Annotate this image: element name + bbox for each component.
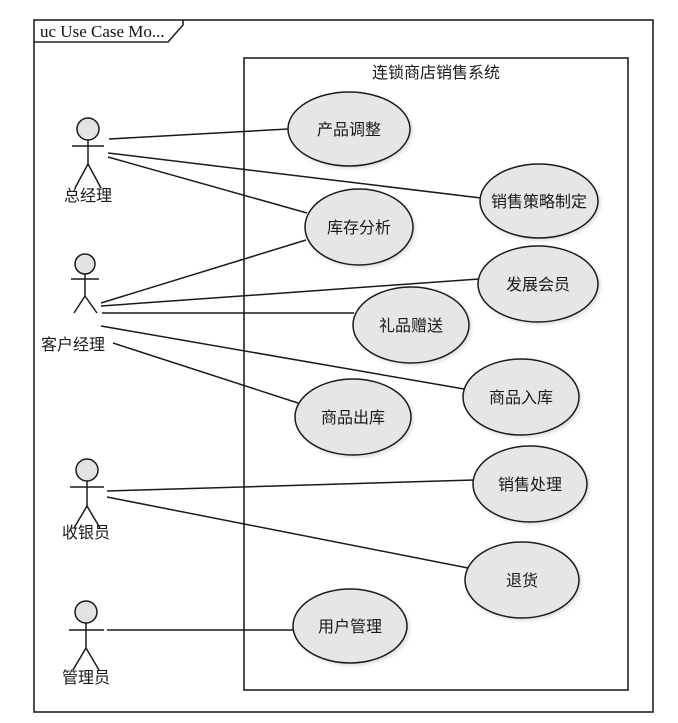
- diagram-frame: uc Use Case Mo...: [33, 19, 654, 713]
- use-case-ellipse[interactable]: [287, 91, 411, 167]
- use-case-label: 商品出库: [321, 408, 385, 427]
- association-customer-manager-inventory-analysis[interactable]: [100, 239, 307, 304]
- system-boundary-rect: [243, 57, 629, 691]
- use-case-ellipse[interactable]: [464, 541, 580, 619]
- use-case-label: 销售处理: [498, 475, 562, 494]
- association-general-manager-sales-strategy[interactable]: [107, 152, 482, 199]
- use-case-goods-out[interactable]: 商品出库: [294, 378, 412, 456]
- use-case-label: 产品调整: [317, 120, 381, 139]
- use-case-label: 销售策略制定: [491, 192, 587, 211]
- system-title: 连锁商店销售系统: [372, 63, 500, 82]
- association-general-manager-inventory-analysis[interactable]: [107, 156, 308, 214]
- use-case-ellipse[interactable]: [352, 286, 470, 364]
- use-case-ellipse[interactable]: [304, 188, 414, 266]
- stick-figure-icon: [69, 600, 104, 671]
- actor-label: 总经理: [64, 186, 112, 205]
- frame-tag-label: uc Use Case Mo...: [40, 22, 165, 41]
- use-case-label: 发展会员: [506, 275, 570, 294]
- use-case-inventory-analysis[interactable]: 库存分析: [304, 188, 414, 266]
- use-case-sales-strategy[interactable]: 销售策略制定: [479, 163, 599, 239]
- actor-label: 收银员: [62, 523, 110, 542]
- use-case-ellipse[interactable]: [472, 445, 588, 523]
- use-case-goods-in[interactable]: 商品入库: [462, 358, 580, 436]
- association-cashier-return-goods[interactable]: [106, 496, 469, 569]
- frame-tag-border: [34, 20, 184, 43]
- use-case-label: 库存分析: [327, 218, 391, 237]
- association-customer-manager-member-develop[interactable]: [100, 278, 480, 307]
- use-case-label: 礼品赠送: [379, 316, 443, 335]
- use-case-gift-giving[interactable]: 礼品赠送: [352, 286, 470, 364]
- stick-figure-icon: [72, 117, 104, 189]
- use-case-ellipse[interactable]: [462, 358, 580, 436]
- actor-cashier[interactable]: 收银员: [62, 458, 110, 542]
- use-case-product-adjust[interactable]: 产品调整: [287, 91, 411, 167]
- association-customer-manager-goods-in[interactable]: [100, 325, 465, 390]
- stick-figure-icon: [71, 253, 99, 314]
- use-case-ellipse[interactable]: [477, 245, 599, 323]
- associations: [100, 128, 482, 631]
- use-case-ellipse[interactable]: [294, 378, 412, 456]
- use-case-label: 用户管理: [318, 617, 382, 636]
- association-customer-manager-goods-out[interactable]: [112, 342, 299, 404]
- use-case-sales-process[interactable]: 销售处理: [472, 445, 588, 523]
- use-case-member-develop[interactable]: 发展会员: [477, 245, 599, 323]
- use-case-user-manage[interactable]: 用户管理: [292, 588, 408, 664]
- use-case-ellipse[interactable]: [292, 588, 408, 664]
- actor-label: 客户经理: [41, 335, 105, 354]
- use-case-ellipse[interactable]: [479, 163, 599, 239]
- frame-border: [33, 19, 654, 713]
- system-boundary: 连锁商店销售系统: [243, 57, 629, 691]
- association-cashier-sales-process[interactable]: [106, 479, 475, 492]
- actor-customer-manager[interactable]: 客户经理: [41, 253, 105, 354]
- use-case-label: 退货: [506, 571, 538, 590]
- use-case-label: 商品入库: [489, 388, 553, 407]
- actor-general-manager[interactable]: 总经理: [64, 117, 112, 205]
- use-case-return-goods[interactable]: 退货: [464, 541, 580, 619]
- actor-label: 管理员: [62, 668, 110, 687]
- actor-administrator[interactable]: 管理员: [62, 600, 110, 687]
- stick-figure-icon: [70, 458, 104, 529]
- association-general-manager-product-adjust[interactable]: [108, 128, 289, 140]
